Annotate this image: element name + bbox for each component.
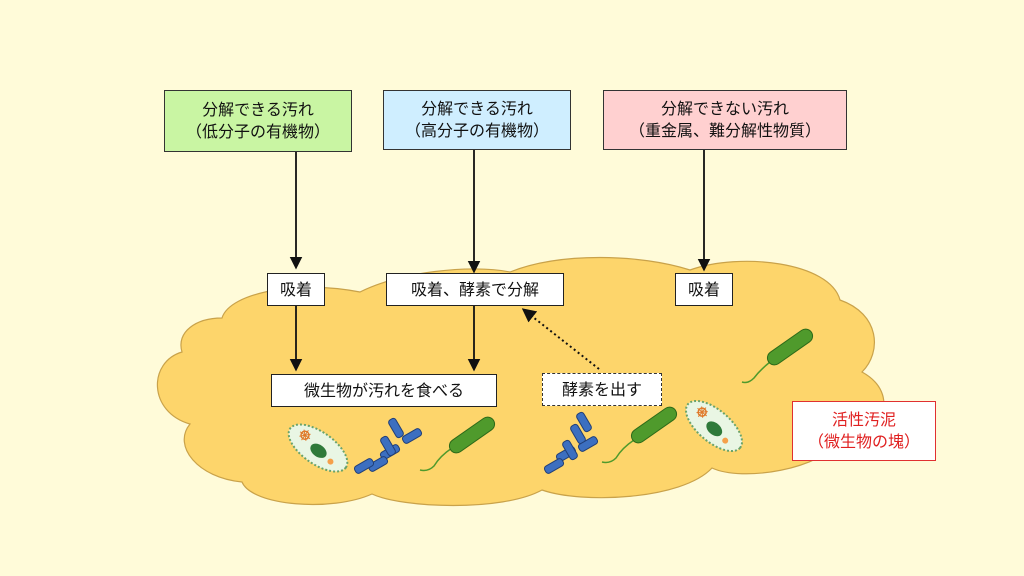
step-release-enzyme: 酵素を出す [542,373,662,406]
step-adsorb-right-text: 吸着 [687,279,720,299]
rod-bacteria-icon [601,406,678,464]
step-adsorb-right: 吸着 [675,273,733,306]
step-adsorb-left-text: 吸着 [279,279,312,299]
sludge-label-line1: 活性汚泥 [831,410,896,430]
step-adsorb-left: 吸着 [267,273,325,306]
arrow-release-enzyme [521,308,600,370]
source-nondeg-line1: 分解できない汚れ [660,99,789,119]
source-high-molecular: 分解できる汚れ （高分子の有機物） [383,90,571,150]
source-high-line2: （高分子の有機物） [404,121,549,140]
source-nondeg-line2: （重金属、難分解性物質） [628,121,821,140]
source-low-line1: 分解できる汚れ [202,100,314,120]
step-microbes-eat-text: 微生物が汚れを食べる [303,380,464,400]
rod-bacteria-icon [419,416,496,472]
sludge-label: 活性汚泥 （微生物の塊） [792,401,936,461]
source-low-molecular: 分解できる汚れ （低分子の有機物） [164,90,352,152]
source-low-line2: （低分子の有機物） [185,122,330,141]
step-release-enzyme-text: 酵素を出す [561,379,642,399]
protozoa-icon [684,399,744,453]
sludge-label-line2: （微生物の塊） [807,432,920,451]
source-high-line1: 分解できる汚れ [421,99,533,119]
chain-bacteria-icon [353,417,423,474]
chain-bacteria-icon [543,411,599,474]
source-non-degradable: 分解できない汚れ （重金属、難分解性物質） [603,90,847,150]
protozoa-icon [287,423,349,473]
step-microbes-eat: 微生物が汚れを食べる [271,374,497,407]
activated-sludge-blob [156,256,885,507]
step-adsorb-enzyme-text: 吸着、酵素で分解 [410,279,539,299]
rod-bacteria-icon [741,328,814,384]
step-adsorb-enzyme: 吸着、酵素で分解 [386,273,564,306]
